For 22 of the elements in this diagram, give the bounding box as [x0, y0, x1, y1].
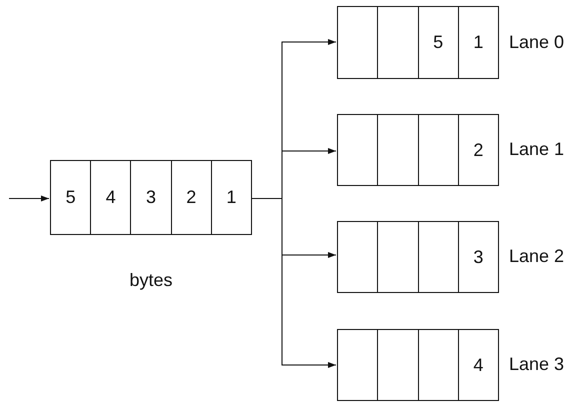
queue-box	[50, 160, 252, 235]
byte-number: 4	[473, 354, 484, 376]
byte-number: 3	[473, 246, 484, 268]
byte-number: 3	[146, 186, 156, 209]
arrow	[252, 198, 336, 368]
queue-box	[337, 329, 499, 401]
queue-box	[337, 6, 499, 79]
byte-number: 1	[473, 31, 484, 54]
lane-label: Lane 3	[509, 355, 564, 373]
queue-label: bytes	[128, 271, 174, 289]
byte-number: 2	[186, 186, 196, 209]
byte-number: 1	[226, 186, 236, 209]
byte-number: 2	[473, 138, 484, 162]
lane-label: Lane 2	[509, 247, 564, 265]
lane-label: Lane 0	[509, 32, 564, 50]
byte-number: 4	[106, 186, 116, 209]
arrow	[8, 196, 50, 202]
queue-box	[337, 114, 499, 186]
byte-number: 5	[66, 186, 76, 209]
byte-number: 5	[433, 31, 444, 54]
queue-box	[337, 221, 499, 293]
lane-label: Lane 1	[509, 140, 564, 158]
